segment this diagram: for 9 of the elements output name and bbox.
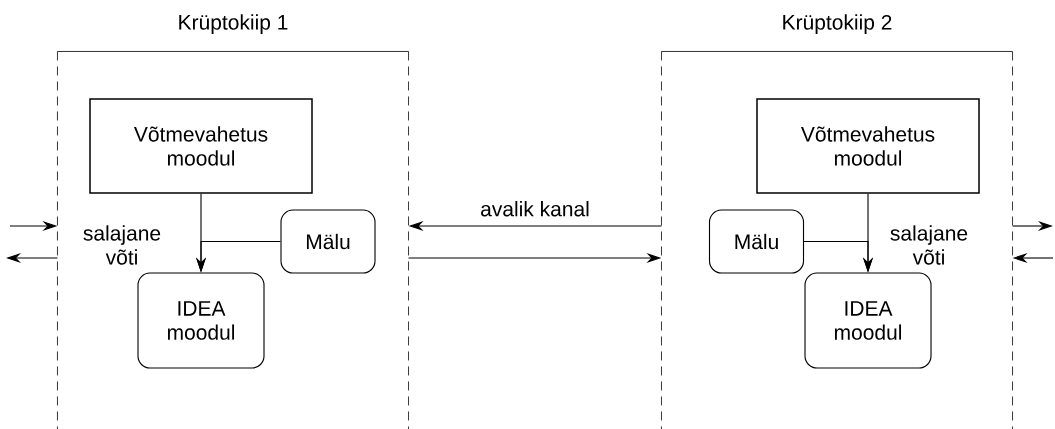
key-label: salajane võti bbox=[890, 225, 968, 265]
memory-box: Mälu bbox=[708, 209, 805, 274]
module-box: Võtmevahetus moodul bbox=[756, 98, 980, 194]
key-label: salajane võti bbox=[83, 225, 161, 265]
module-box: IDEA moodul bbox=[137, 272, 265, 369]
module-box: IDEA moodul bbox=[804, 272, 932, 369]
edge-label: avalik kanal bbox=[481, 201, 589, 217]
module-box: Võtmevahetus moodul bbox=[89, 98, 313, 194]
memory-box: Mälu bbox=[280, 209, 376, 274]
